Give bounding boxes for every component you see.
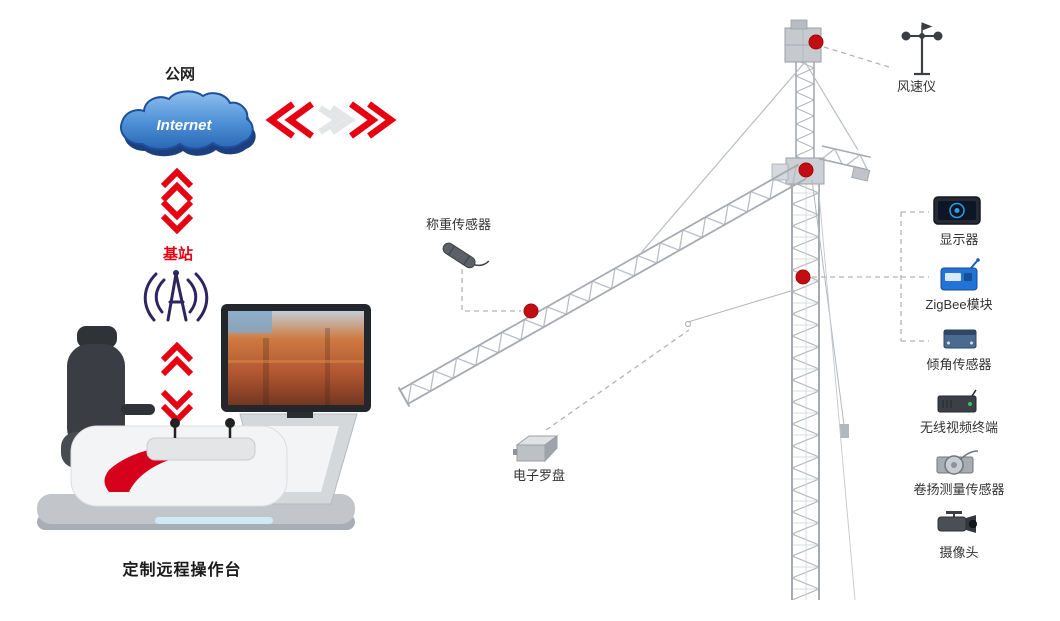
anemometer-icon <box>901 22 943 76</box>
console-red-accent <box>104 446 221 492</box>
operator-console-illustration <box>37 304 371 530</box>
compass-label: 电子罗盘 <box>513 468 566 483</box>
base-station-antenna-icon <box>143 270 209 322</box>
internet-cloud-icon: Internet <box>120 90 256 157</box>
sensor-marker-dot-slewing <box>798 162 814 178</box>
console-control-deck <box>146 418 256 461</box>
sensor-markers <box>523 34 824 319</box>
anemometer-label: 风速仪 <box>897 79 937 94</box>
device-label-hoist-sensor: 卷扬测量传感器 <box>913 482 1005 497</box>
crane-counter-jib <box>818 145 871 182</box>
device-label-wireless-video: 无线视频终端 <box>919 420 998 435</box>
crane-mast <box>791 182 820 600</box>
wireless-video-icon <box>937 389 977 413</box>
tower-crane-illustration <box>397 19 871 601</box>
monitor-icon <box>933 196 981 225</box>
cloud-crane-arrow <box>265 101 397 139</box>
internet-basestation-arrow <box>160 167 194 235</box>
device-label-zigbee: ZigBee模块 <box>925 297 993 312</box>
console-monitor <box>221 304 371 412</box>
anemometer-callout-line <box>823 46 890 68</box>
crane-jib <box>397 163 807 408</box>
sensor-marker-dot-top <box>808 34 824 50</box>
device-label-tilt-sensor: 倾角传感器 <box>926 357 992 372</box>
compass-callout-line <box>545 329 690 431</box>
load-sensor-label: 称重传感器 <box>426 217 492 232</box>
load-sensor-callout-line <box>461 269 521 312</box>
console-caption: 定制远程操作台 <box>122 562 242 579</box>
compass-icon <box>513 435 559 463</box>
crane-tower-head <box>784 19 822 160</box>
zigbee-module-icon <box>940 258 980 291</box>
hoist-sensor-icon <box>936 450 979 475</box>
device-list-bracket-line <box>812 211 929 342</box>
sensor-marker-dot-mast <box>795 269 811 285</box>
device-label-display: 显示器 <box>939 232 979 247</box>
sensor-marker-dot-jib <box>523 303 539 319</box>
public-network-label: 公网 <box>164 66 195 83</box>
load-pin-icon <box>442 242 490 269</box>
device-label-camera: 摄像头 <box>939 545 979 560</box>
internet-text: Internet <box>156 117 212 134</box>
tilt-sensor-icon <box>943 329 977 349</box>
crane-tie-rods <box>639 61 859 601</box>
base-station-label: 基站 <box>162 246 193 263</box>
camera-icon <box>937 511 977 533</box>
callout-lines <box>461 46 929 431</box>
basestation-console-arrow <box>160 341 194 425</box>
